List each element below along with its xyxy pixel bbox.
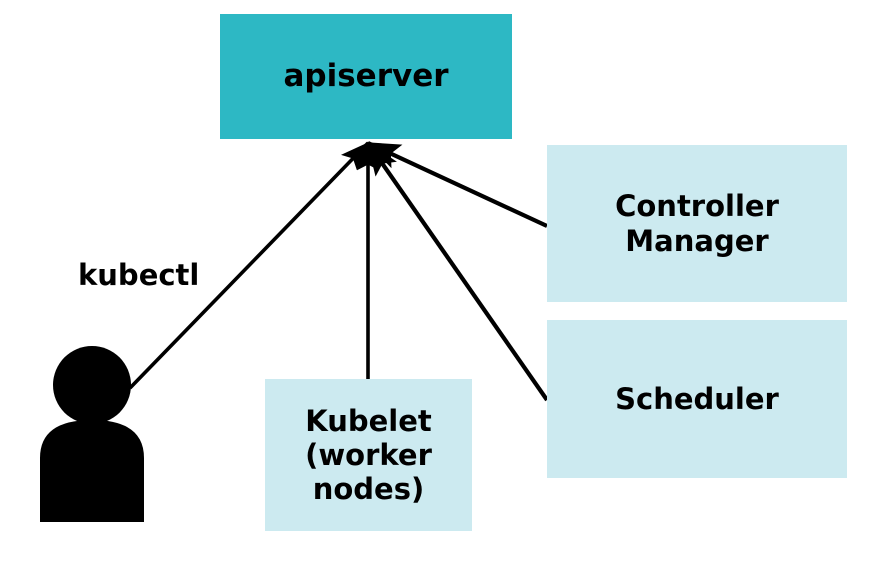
person-icon bbox=[40, 346, 144, 522]
person-body-icon bbox=[40, 420, 144, 522]
node-controller-manager[interactable]: Controller Manager bbox=[547, 145, 847, 302]
edge-scheduler-to-apiserver bbox=[366, 141, 549, 402]
node-kubelet[interactable]: Kubelet (worker nodes) bbox=[265, 379, 472, 531]
node-scheduler-label: Scheduler bbox=[615, 381, 779, 416]
edge-label-kubectl: kubectl bbox=[78, 258, 200, 292]
node-kubelet-label: Kubelet (worker nodes) bbox=[305, 403, 432, 507]
node-apiserver[interactable]: apiserver bbox=[220, 14, 512, 139]
node-scheduler[interactable]: Scheduler bbox=[547, 320, 847, 478]
edge-controller-manager-to-apiserver bbox=[366, 141, 548, 228]
node-controller-manager-label: Controller Manager bbox=[615, 189, 779, 258]
person-head-icon bbox=[53, 346, 131, 424]
node-apiserver-label: apiserver bbox=[283, 58, 449, 95]
